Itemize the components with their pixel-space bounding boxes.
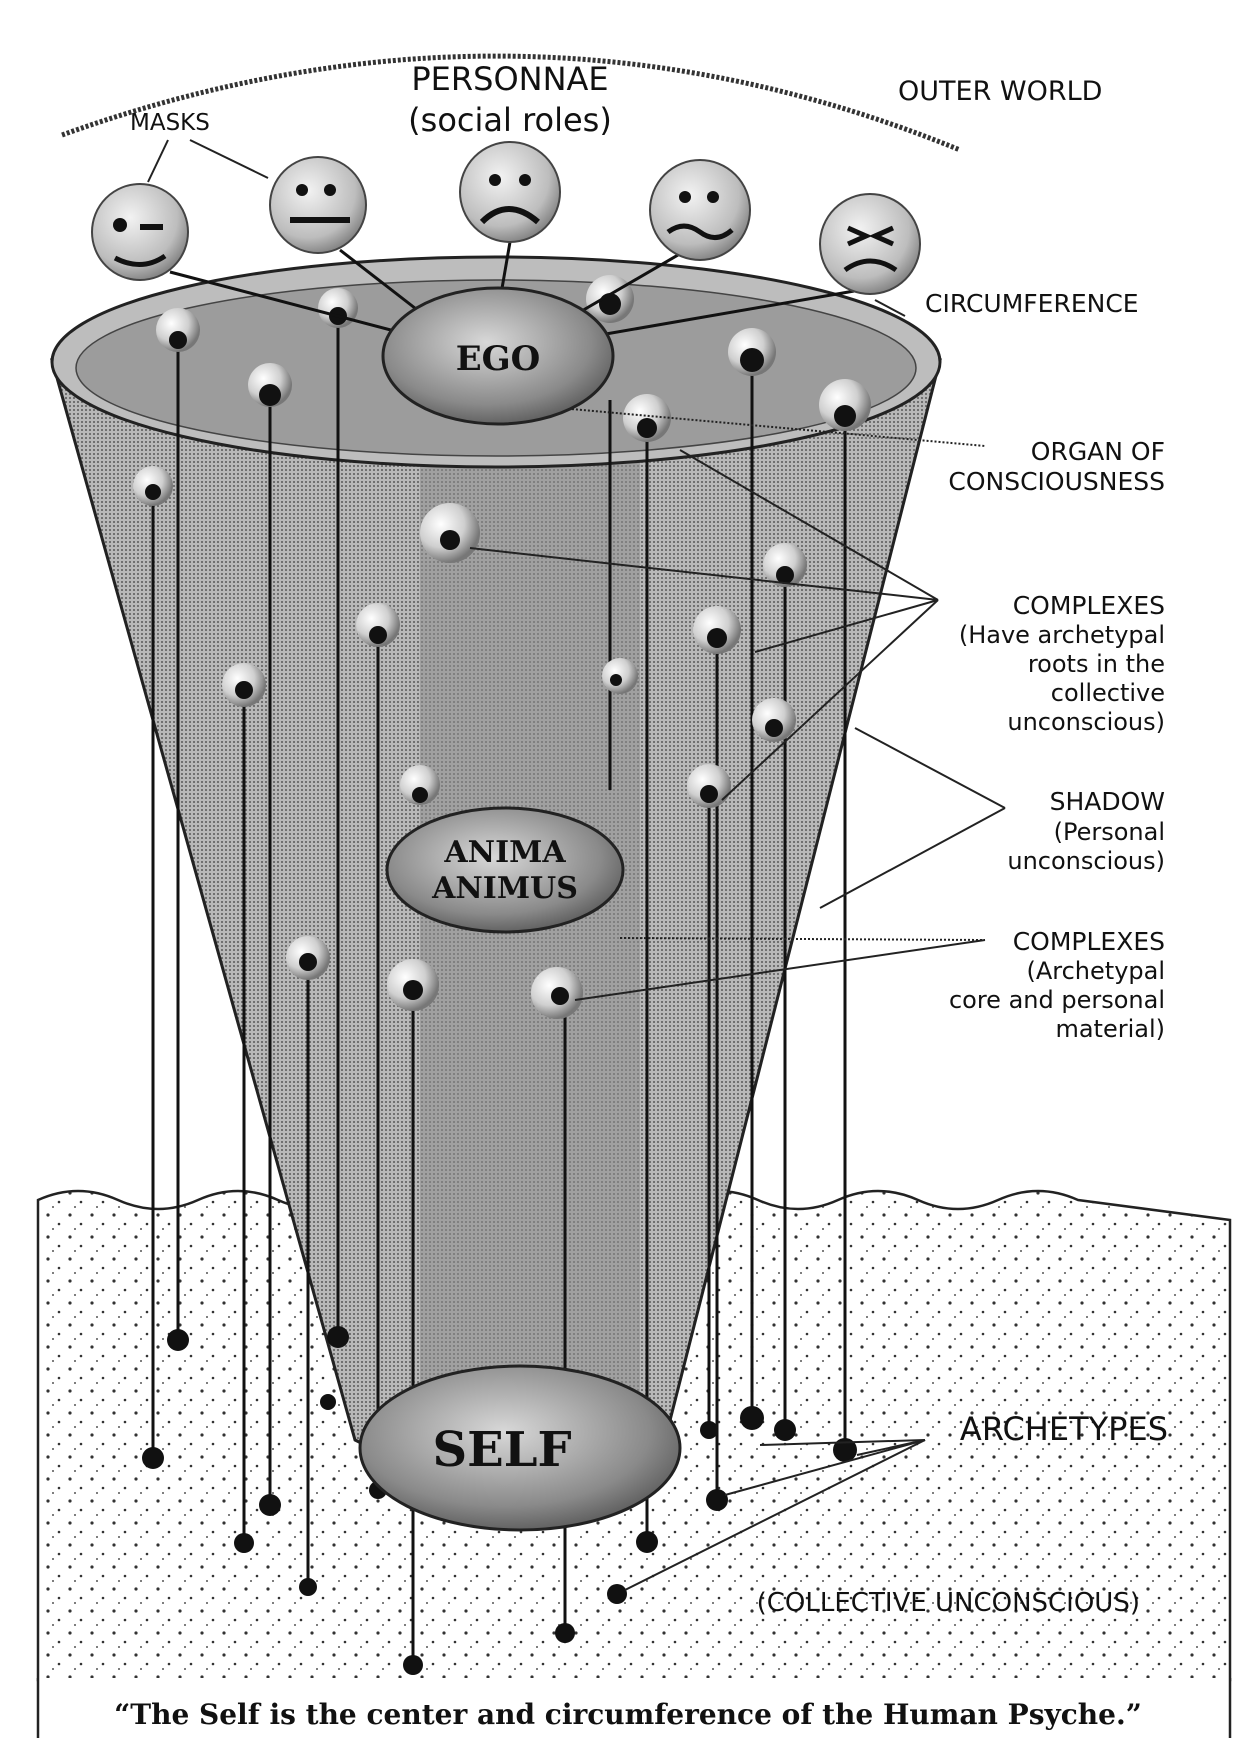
outer-world-label: OUTER WORLD [898, 76, 1102, 107]
mask-face-5 [820, 194, 920, 294]
complexes-label: COMPLEXES [1013, 591, 1165, 620]
complexes-2-desc-1: (Archetypal [1026, 957, 1165, 985]
social-roles-label: (social roles) [408, 101, 612, 139]
self-label: SELF [432, 1422, 571, 1478]
masks-label: MASKS [130, 110, 210, 136]
shadow-desc-1: (Personal [1054, 818, 1165, 846]
anima-label: ANIMA [443, 835, 566, 870]
complexes-desc-1: (Have archetypal [959, 621, 1165, 649]
complexes-desc-4: unconscious) [1007, 708, 1165, 736]
shadow-desc-2: unconscious) [1007, 847, 1165, 875]
mask-face-3 [460, 142, 560, 242]
ego-label: EGO [456, 339, 541, 379]
complexes-2-desc-2: core and personal [949, 986, 1165, 1014]
mask-face-4 [650, 160, 750, 260]
collective-unconscious-label: (COLLECTIVE UNCONSCIOUS) [757, 1588, 1140, 1618]
mask-face-2 [270, 157, 366, 253]
organ-label-line2: CONSCIOUSNESS [948, 467, 1165, 496]
archetypes-label: ARCHETYPES [960, 1410, 1168, 1448]
shadow-label: SHADOW [1050, 787, 1165, 816]
organ-label-line1: ORGAN OF [1031, 437, 1165, 466]
complexes-2-desc-3: material) [1055, 1015, 1165, 1043]
complexes-desc-3: collective [1051, 679, 1165, 707]
animus-label: ANIMUS [431, 871, 578, 906]
complexes-desc-2: roots in the [1028, 650, 1165, 678]
anima-animus-disc [387, 808, 623, 932]
circumference-label: CIRCUMFERENCE [925, 289, 1139, 318]
complexes-2-label: COMPLEXES [1013, 927, 1165, 956]
caption: “The Self is the center and circumferenc… [114, 1698, 1142, 1731]
mask-face-1 [92, 184, 188, 280]
personnae-label: PERSONNAE [411, 60, 608, 98]
